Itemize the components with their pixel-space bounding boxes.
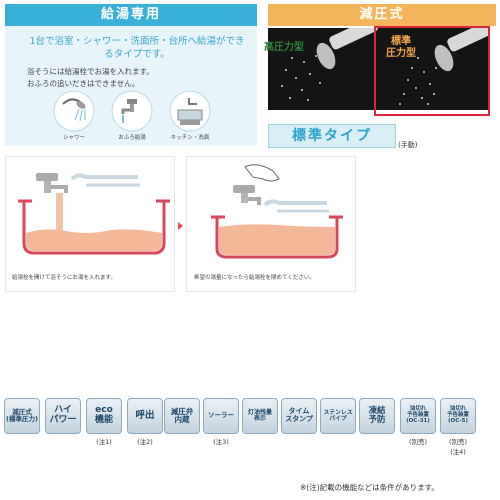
bathtub-filling-illustration	[18, 173, 170, 255]
kyuto-note-2: おふろの追いだきはできません。	[27, 79, 140, 88]
feature-oil-alarm-oc5: 油切れ 予告装置 (OC-5)	[440, 398, 476, 434]
feature-stainless-pipe: ステンレス パイプ	[320, 398, 356, 434]
feature-high-power: ハイ パワー	[45, 398, 81, 434]
arrow-right-icon	[178, 222, 183, 230]
sink-icon	[169, 90, 211, 132]
kyuto-note-1: 浴そうには給湯栓でお湯を入れます。	[27, 67, 154, 76]
feature-pressure-valve: 減圧弁 内蔵	[164, 398, 200, 434]
step-1-caption: 給湯栓を開けて浴そうにお湯を入れます。	[12, 275, 116, 281]
feature-eco: eco 機能	[86, 398, 122, 434]
shower-photo-standard-pressure	[378, 28, 488, 110]
section-header-genatsu: 減圧式	[268, 4, 496, 26]
use-label-kitchen: キッチン・洗面	[170, 135, 210, 141]
label-high-pressure: 高圧力型	[264, 42, 304, 53]
feature-note-oc31: (別売)	[408, 438, 428, 446]
section-header-kyuto: 給湯専用	[5, 4, 257, 26]
use-label-shower: シャワー	[62, 135, 85, 141]
feature-oil-alarm-oc31: 油切れ 予告装置 (OC-31)	[400, 398, 436, 434]
feature-genatsu-standard: 減圧式 (標準圧力)	[4, 398, 40, 434]
shower-photo-high-pressure	[268, 28, 378, 110]
step-1-panel	[5, 156, 175, 292]
standard-type-label: 標準タイプ	[268, 124, 396, 148]
label-standard-pressure: 標準 圧力型	[386, 36, 416, 59]
feature-kerosene-level: 灯油残量 表示	[242, 398, 278, 434]
shower-icon	[53, 90, 95, 132]
bath-faucet-icon	[111, 90, 153, 132]
kyuto-info-panel: 1台で浴室・シャワー・洗面所・台所へ給湯ができるタイプです。 浴そうには給湯栓で…	[5, 26, 257, 146]
use-label-bath: おふろ給湯	[118, 135, 146, 141]
feature-timestamp: タイム スタンプ	[281, 398, 317, 434]
kyuto-description: 1台で浴室・シャワー・洗面所・台所へ給湯ができるタイプです。	[29, 36, 245, 60]
feature-note-call: (注2)	[137, 438, 153, 446]
step-2-panel	[186, 156, 356, 292]
step-2-caption: 希望の湯量になったら給湯栓を閉めてください。	[194, 275, 315, 281]
manual-label: (手動)	[398, 141, 418, 149]
feature-note-oc5: (別売) (注4)	[448, 438, 468, 456]
feature-solar: ソーラー	[203, 398, 239, 434]
feature-freeze-prevention: 凍結 予防	[359, 398, 395, 434]
feature-call: 呼出	[127, 398, 163, 434]
footnote: ※(注)記載の機能などは条件があります。	[300, 483, 439, 492]
feature-note-solar: (注3)	[213, 438, 229, 446]
highlight-frame	[374, 26, 490, 116]
bathtub-closing-faucet-illustration	[211, 164, 343, 259]
feature-note-eco: (注1)	[96, 438, 112, 446]
